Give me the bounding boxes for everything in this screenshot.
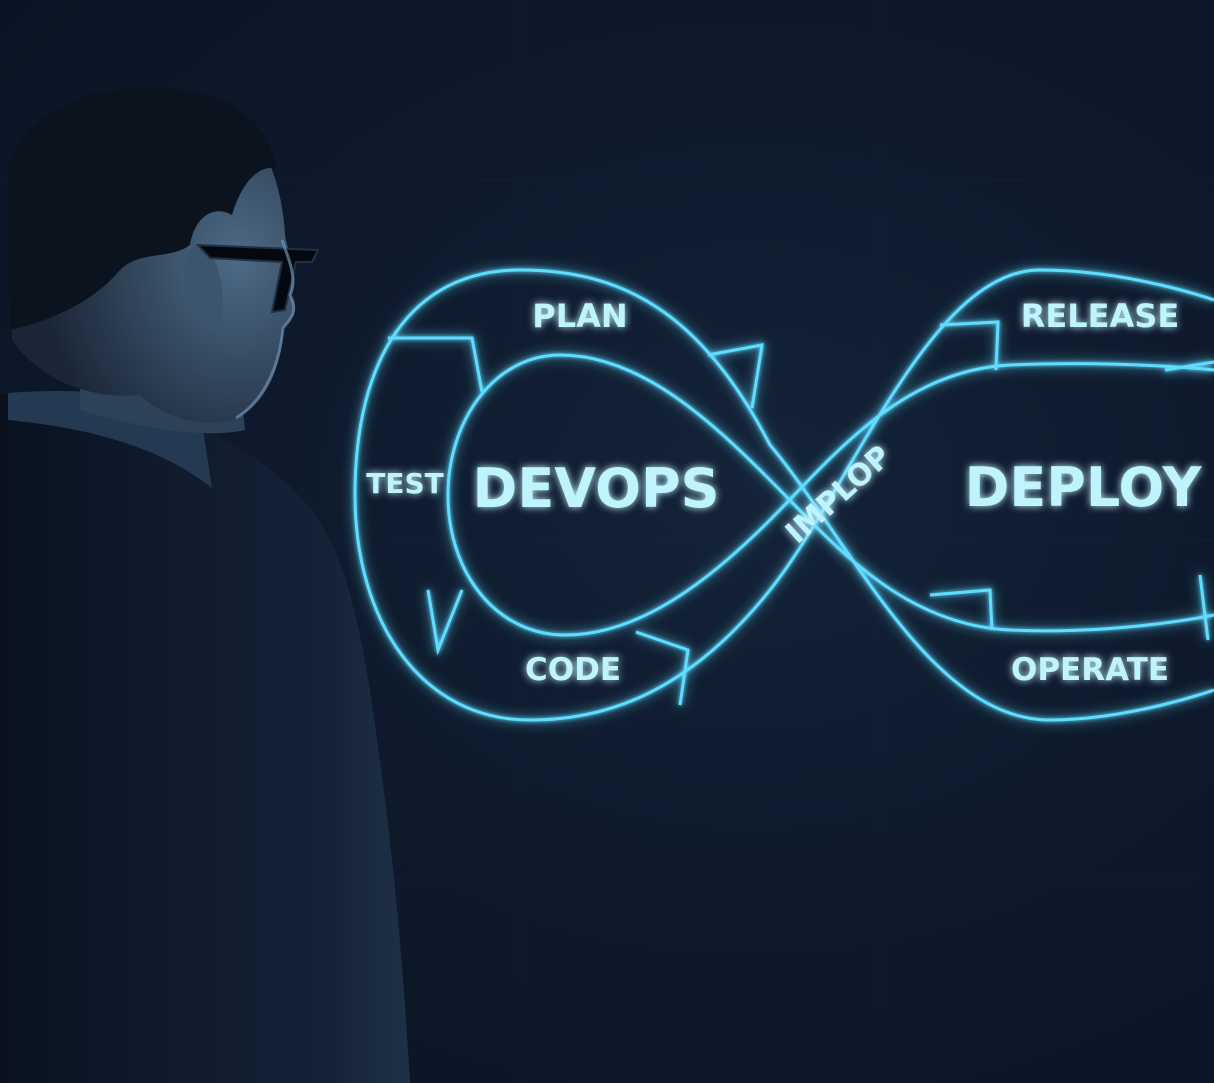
- label-operate: OPERATE: [1011, 652, 1169, 688]
- label-deploy: DEPLOY: [965, 456, 1203, 519]
- segment-divider: [388, 336, 484, 393]
- hair: [8, 87, 276, 330]
- segment-divider: [707, 343, 764, 409]
- label-devops: DEVOPS: [473, 457, 720, 520]
- segment-divider: [1198, 574, 1210, 641]
- label-test: TEST: [366, 467, 444, 500]
- label-release: RELEASE: [1021, 297, 1179, 335]
- inner-loop-path: [446, 353, 1214, 637]
- segment-divider: [929, 588, 994, 631]
- person-figure: [0, 87, 410, 1083]
- infinity-loop: [353, 268, 1214, 722]
- ear: [184, 244, 223, 331]
- face-rim-light: [235, 239, 296, 420]
- outer-loop-path: [353, 268, 1214, 722]
- label-plan: PLAN: [532, 297, 627, 335]
- segment-divider: [1164, 360, 1214, 372]
- label-code: CODE: [525, 652, 621, 688]
- segment-divider: [426, 589, 464, 656]
- segment-divider: [939, 320, 1000, 371]
- segment-divider: [635, 630, 690, 706]
- suit-jacket: [0, 393, 410, 1083]
